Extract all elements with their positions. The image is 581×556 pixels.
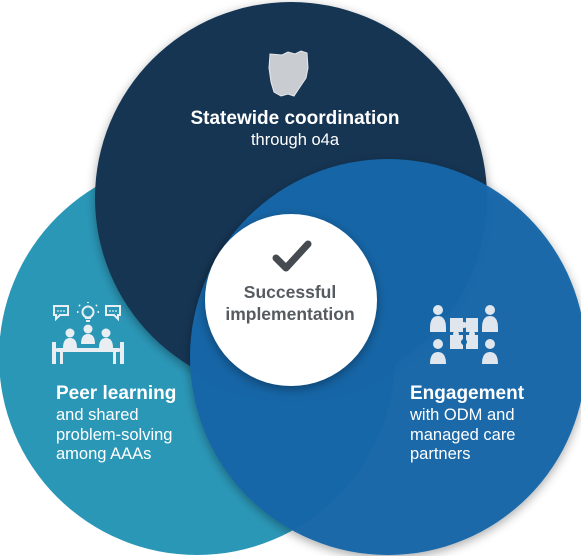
center-disc [205, 214, 377, 386]
right-line-2: managed care [410, 425, 516, 444]
center-line-1: Successful [243, 282, 337, 302]
center-label: Successful implementation [205, 282, 375, 326]
ohio-state-outline-icon [268, 50, 309, 97]
left-line-2: problem-solving [56, 425, 173, 444]
center-line-2: implementation [225, 303, 355, 324]
left-line-1: and shared [56, 405, 139, 424]
right-title: Engagement [410, 383, 525, 404]
checkmark-icon [272, 240, 312, 272]
team-meeting-ideas-icon [52, 302, 124, 364]
top-title: Statewide coordination [190, 108, 400, 129]
label-peer-learning: Peer learning and shared problem-solving… [56, 383, 236, 465]
puzzle-collaboration-icon [430, 305, 498, 364]
right-line-3: partners [410, 445, 471, 464]
top-subtitle: through o4a [250, 130, 340, 149]
label-statewide-coordination: Statewide coordination through o4a [150, 108, 440, 151]
left-line-3: among AAAs [56, 445, 152, 464]
left-title: Peer learning [56, 383, 177, 404]
label-engagement: Engagement with ODM and managed care par… [410, 383, 580, 465]
right-line-1: with ODM and [410, 405, 515, 424]
